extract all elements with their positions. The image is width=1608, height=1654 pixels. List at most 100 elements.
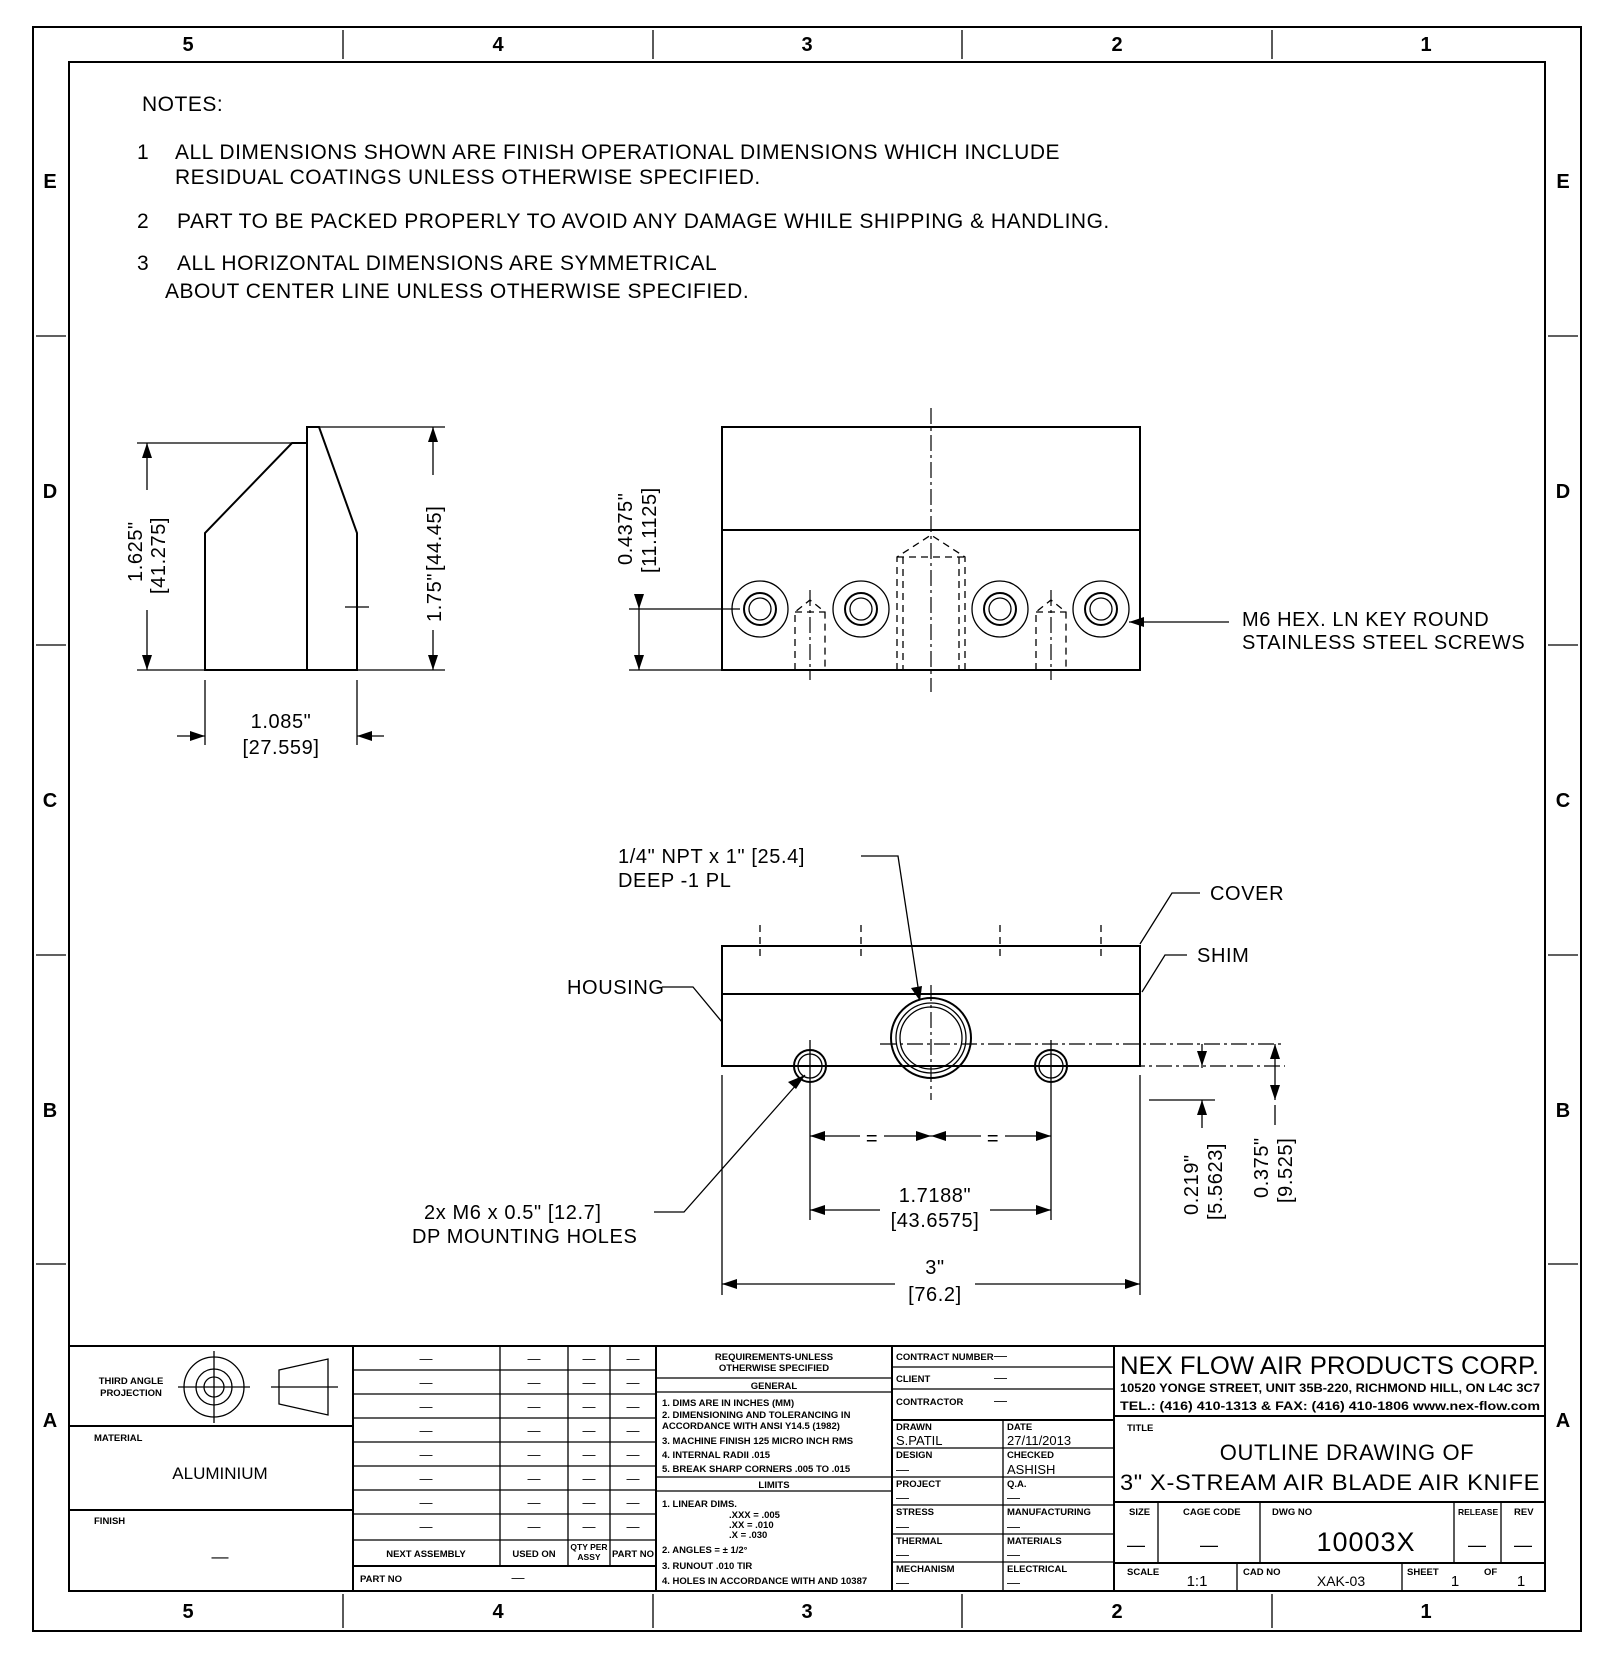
offset-2-inch-label: 0.375" — [1251, 1137, 1273, 1198]
drawing-number: 10003X — [1316, 1527, 1415, 1557]
limits-xxx: .XXX = .005 — [729, 1510, 781, 1521]
title-block: THIRD ANGLE PROJECTION MATERIAL ALUMINIU… — [69, 1345, 1545, 1591]
svg-text:—: — — [528, 1519, 541, 1534]
front-offset-mm-label: [11.1125] — [639, 487, 661, 573]
svg-text:—: — — [583, 1447, 596, 1462]
cage-code-label: CAGE CODE — [1183, 1507, 1241, 1518]
zone-row-c-right: C — [1556, 790, 1570, 812]
note-3-line-2: ABOUT CENTER LINE UNLESS OTHERWISE SPECI… — [165, 280, 749, 303]
svg-text:—: — — [528, 1351, 541, 1366]
svg-text:—: — — [896, 1575, 909, 1590]
svg-text:—: — — [583, 1519, 596, 1534]
svg-text:—: — — [420, 1399, 433, 1414]
note-2-line-1: PART TO BE PACKED PROPERLY TO AVOID ANY … — [177, 210, 1110, 233]
zone-row-d-right: D — [1556, 481, 1570, 503]
rev-value: — — [1514, 1535, 1532, 1555]
thermal-label: THERMAL — [896, 1536, 943, 1547]
bottom-view: = = 1.7188" [43.6575] 3" [76.2] 0.219" [… — [412, 846, 1297, 1308]
approvals-block: CONTRACT NUMBER — CLIENT — CONTRACTOR — … — [892, 1348, 1114, 1591]
general-item-1: 1. DIMS ARE IN INCHES (MM) — [662, 1398, 794, 1409]
release-label: RELEASE — [1458, 1507, 1498, 1517]
svg-text:—: — — [627, 1423, 640, 1438]
svg-text:—: — — [896, 1519, 909, 1534]
drawn-by-value: S.PATIL — [896, 1433, 942, 1448]
requirements-heading-2: OTHERWISE SPECIFIED — [719, 1363, 829, 1374]
part-no-label: PART NO — [360, 1574, 402, 1585]
drawn-label: DRAWN — [896, 1422, 932, 1433]
svg-text:—: — — [420, 1375, 433, 1390]
mechanism-label: MECHANISM — [896, 1564, 955, 1575]
material-value: ALUMINIUM — [172, 1464, 267, 1483]
size-value: — — [1127, 1535, 1145, 1555]
company-title-block: NEX FLOW AIR PRODUCTS CORP. 10520 YONGE … — [1114, 1352, 1545, 1591]
svg-text:—: — — [583, 1375, 596, 1390]
next-assembly-table: ———— ———— ———— ———— ———— ———— ———— ———— … — [353, 1346, 656, 1585]
svg-text:—: — — [627, 1495, 640, 1510]
contract-number-label: CONTRACT NUMBER — [896, 1352, 994, 1363]
requirements-heading-1: REQUIREMENTS-UNLESS — [715, 1352, 833, 1363]
zone-col-4-bottom: 4 — [492, 1601, 504, 1623]
svg-text:—: — — [627, 1375, 640, 1390]
general-heading: GENERAL — [751, 1381, 798, 1392]
company-contact: TEL.: (416) 410-1313 & FAX: (416) 410-18… — [1120, 1399, 1540, 1413]
front-offset-inch-label: 0.4375" — [615, 493, 637, 565]
side-view-cover-profile — [306, 426, 358, 671]
limits-xx: .XX = .010 — [729, 1520, 774, 1531]
zone-col-1-bottom: 1 — [1420, 1601, 1431, 1623]
front-view: 0.4375" [11.1125] M6 HEX. LN KEY ROUND S… — [615, 408, 1525, 692]
qa-label: Q.A. — [1007, 1479, 1027, 1490]
svg-text:—: — — [627, 1519, 640, 1534]
zone-row-e-left: E — [43, 171, 56, 193]
materials-label: MATERIALS — [1007, 1536, 1062, 1547]
screw-head-2 — [832, 580, 890, 638]
svg-text:—: — — [583, 1399, 596, 1414]
zone-col-1-top: 1 — [1420, 34, 1431, 56]
zone-row-b-left: B — [43, 1100, 57, 1122]
drawing-title-line-1: OUTLINE DRAWING OF — [1220, 1440, 1474, 1465]
sheet-label: SHEET — [1407, 1567, 1439, 1578]
svg-text:—: — — [994, 1370, 1007, 1385]
client-label: CLIENT — [896, 1374, 931, 1385]
cover-label: COVER — [1210, 883, 1284, 905]
notes-block: NOTES: 1 ALL DIMENSIONS SHOWN ARE FINISH… — [137, 93, 1110, 303]
finish-label: FINISH — [94, 1516, 125, 1527]
svg-text:—: — — [528, 1423, 541, 1438]
general-item-5: 5. BREAK SHARP CORNERS .005 TO .015 — [662, 1464, 851, 1475]
projection-line-2: PROJECTION — [100, 1388, 162, 1399]
svg-text:—: — — [627, 1399, 640, 1414]
general-item-3: 3. MACHINE FINISH 125 MICRO INCH RMS — [662, 1436, 853, 1447]
svg-text:—: — — [583, 1423, 596, 1438]
note-3-number: 3 — [137, 252, 149, 275]
offset-1-inch-label: 0.219" — [1181, 1154, 1203, 1215]
finish-value: — — [212, 1547, 229, 1566]
shim-label: SHIM — [1197, 945, 1249, 967]
svg-text:—: — — [528, 1495, 541, 1510]
of-label: OF — [1484, 1567, 1497, 1578]
svg-text:—: — — [420, 1351, 433, 1366]
zone-col-3-bottom: 3 — [801, 1601, 812, 1623]
rev-label: REV — [1514, 1507, 1534, 1518]
checked-by-value: ASHISH — [1007, 1462, 1055, 1477]
company-name: NEX FLOW AIR PRODUCTS CORP. — [1120, 1352, 1539, 1380]
side-height-inch-label: 1.625" — [125, 521, 147, 582]
svg-text:—: — — [627, 1447, 640, 1462]
zone-col-2-bottom: 2 — [1111, 1601, 1122, 1623]
npt-label-line-1: 1/4" NPT x 1" [25.4] — [618, 846, 805, 868]
svg-text:—: — — [420, 1471, 433, 1486]
side-height-mm-label: [41.275] — [148, 517, 170, 594]
of-value: 1 — [1517, 1573, 1525, 1590]
svg-text:—: — — [1007, 1547, 1020, 1562]
drawing-title-line-2: 3" X-STREAM AIR BLADE AIR KNIFE — [1120, 1470, 1540, 1495]
size-label: SIZE — [1129, 1507, 1150, 1518]
third-angle-projection-icon — [178, 1351, 338, 1423]
side-total-height-mm-label: [44.45] — [424, 506, 446, 571]
overall-length-inch-label: 3" — [925, 1257, 944, 1279]
npt-label-line-2: DEEP -1 PL — [618, 870, 731, 892]
limits-item-1: 1. LINEAR DIMS. — [662, 1499, 737, 1510]
zone-col-4-top: 4 — [492, 34, 504, 56]
zone-row-a-left: A — [43, 1410, 57, 1432]
limits-item-3: 3. RUNOUT .010 TIR — [662, 1561, 752, 1572]
svg-text:—: — — [627, 1471, 640, 1486]
material-label: MATERIAL — [94, 1433, 143, 1444]
